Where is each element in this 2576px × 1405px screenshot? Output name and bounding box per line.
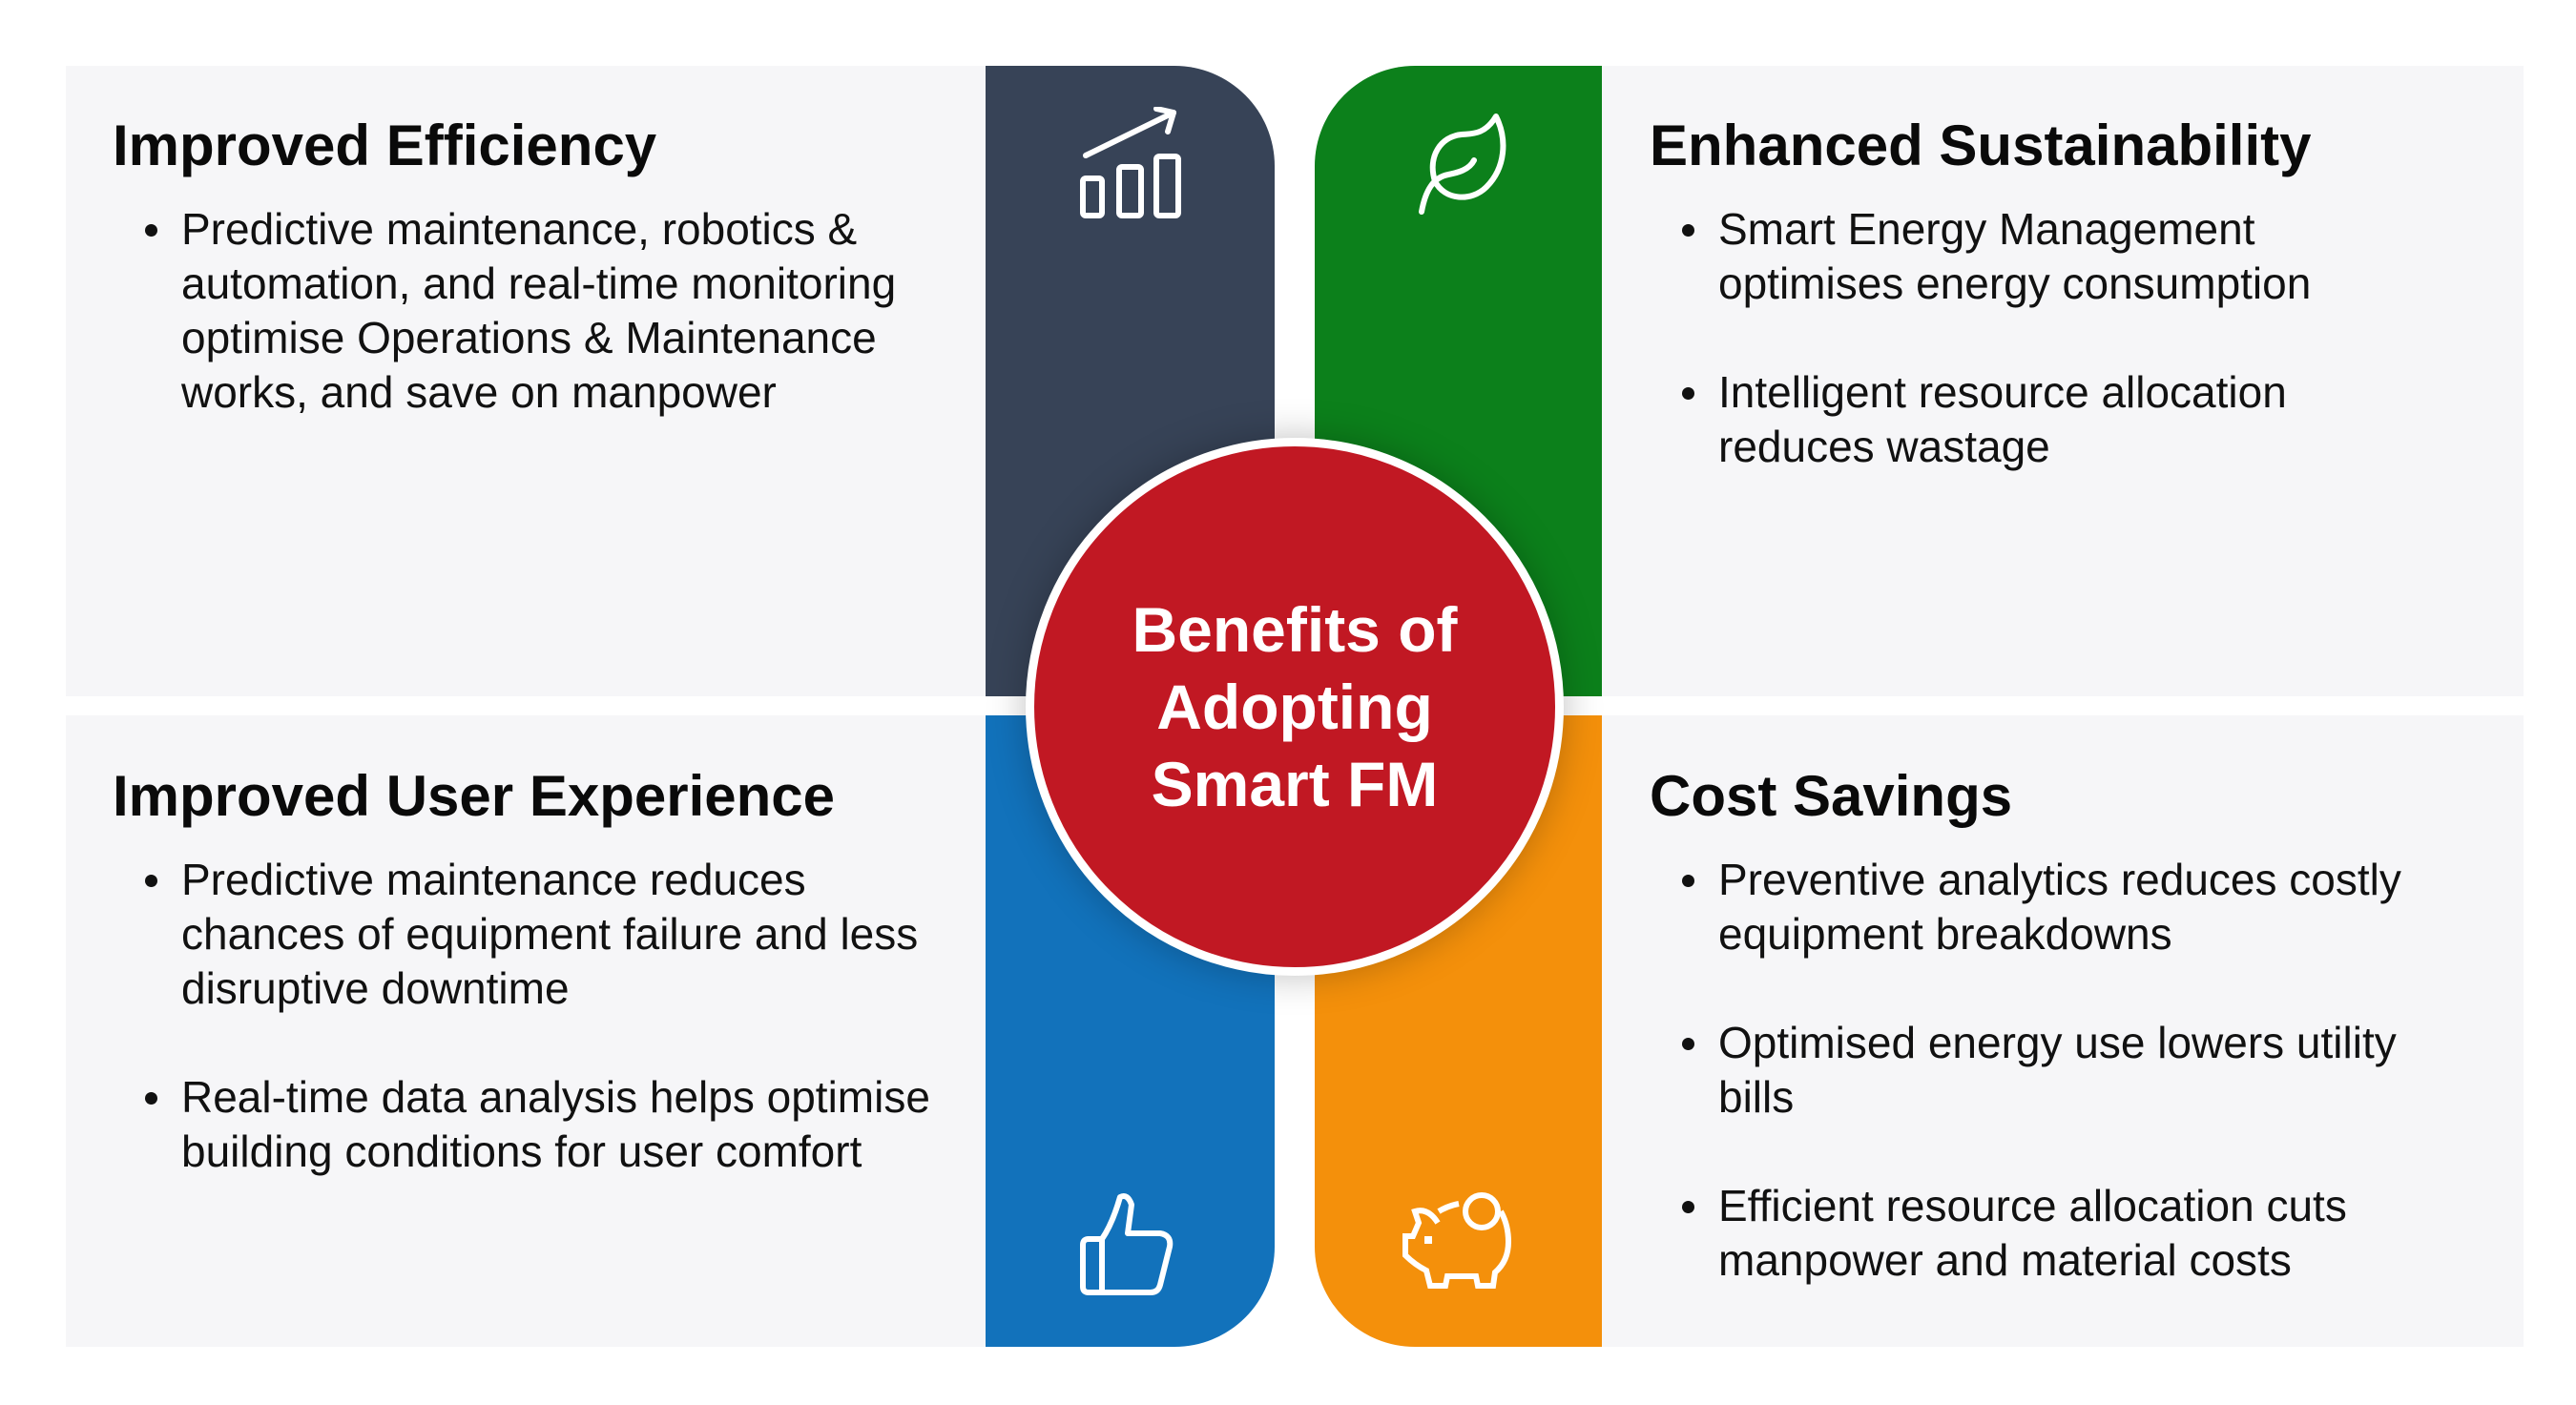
list-item: Predictive maintenance reduces chances o… — [113, 853, 952, 1016]
cost-title: Cost Savings — [1650, 764, 2013, 828]
efficiency-list: Predictive maintenance, robotics & autom… — [113, 202, 933, 474]
user-experience-title: Improved User Experience — [113, 764, 836, 828]
sustainability-list: Smart Energy Management optimises energy… — [1650, 202, 2403, 528]
user-experience-panel — [66, 715, 1020, 1347]
cost-panel — [1565, 715, 2524, 1347]
cost-list: Preventive analytics reduces costly equi… — [1650, 853, 2451, 1342]
sustainability-panel — [1565, 66, 2524, 696]
thumbs-up-icon — [1080, 1193, 1174, 1295]
efficiency-title: Improved Efficiency — [113, 114, 657, 177]
user-experience-list: Predictive maintenance reduces chances o… — [113, 853, 952, 1233]
leaf-icon — [1419, 114, 1506, 215]
list-item: Optimised energy use lowers utility bill… — [1650, 1016, 2451, 1125]
list-item: Real-time data analysis helps optimise b… — [113, 1070, 952, 1179]
center-circle: Benefits of Adopting Smart FM — [1026, 438, 1564, 976]
piggy-bank-icon — [1402, 1192, 1512, 1289]
list-item: Smart Energy Management optimises energy… — [1650, 202, 2403, 311]
bar-chart-growth-icon — [1080, 107, 1181, 218]
list-item: Predictive maintenance, robotics & autom… — [113, 202, 933, 420]
center-title: Benefits of Adopting Smart FM — [1132, 593, 1458, 819]
sustainability-title: Enhanced Sustainability — [1650, 114, 2312, 177]
list-item: Intelligent resource allocation reduces … — [1650, 365, 2403, 474]
list-item: Preventive analytics reduces costly equi… — [1650, 853, 2451, 961]
efficiency-panel — [66, 66, 1020, 696]
list-item: Efficient resource allocation cuts manpo… — [1650, 1179, 2451, 1288]
